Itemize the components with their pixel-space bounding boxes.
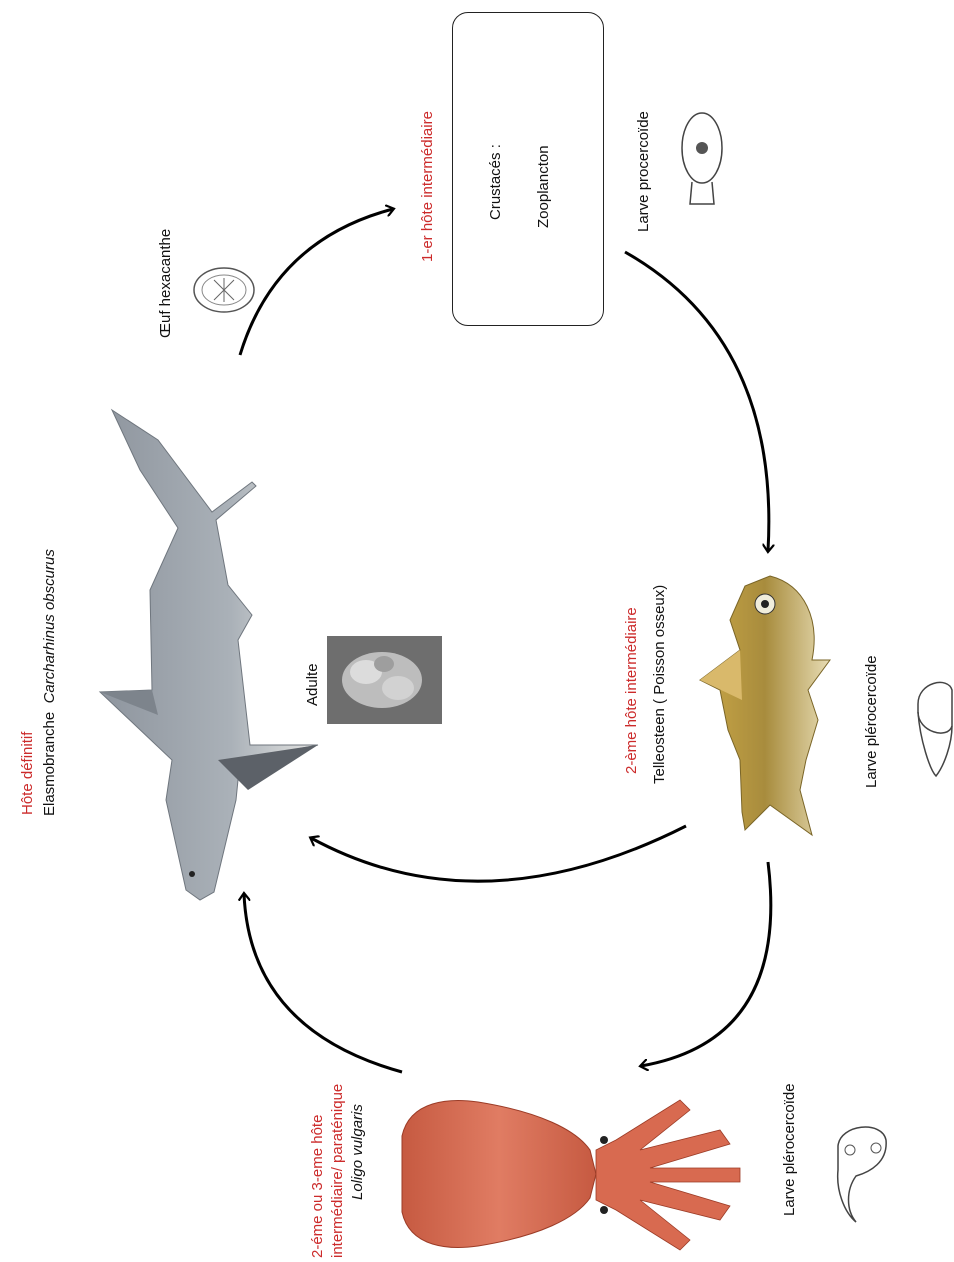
arrow-first-host-to-fish [625,252,769,551]
arrow-squid-to-shark [244,894,402,1072]
procercoid-larva-label: Larve procercoïde [634,111,653,232]
first-host-box [452,12,604,326]
paratenic-heading-line1: 2-éme ou 3-eme hôte [308,1115,327,1258]
egg-icon [194,268,254,312]
first-host-box-line2: Zooplancton [534,145,553,228]
procercoid-larva-icon [682,113,722,204]
definitive-host-name: Elasmobranche Carcharhinus obscurus [40,549,59,816]
adult-label: Adulte [303,663,322,706]
arrow-fish-to-squid [641,862,771,1066]
definitive-host-heading: Hôte définitif [18,732,37,815]
fish-larva-label: Larve plérocercoïde [862,655,881,788]
plerocercoid-larva-icon [838,1127,886,1222]
second-host-heading: 2-ème hôte intermédiaire [622,607,641,774]
first-host-heading: 1-er hôte intermédiaire [418,111,437,262]
shark-illustration [100,410,318,900]
paratenic-species: Loligo vulgaris [348,1104,367,1200]
second-host-name: Telleosteen ( Poisson osseux) [650,585,669,784]
plerocercoid-larva-icon [918,682,952,776]
adult-worm-micrograph [327,636,442,724]
paratenic-heading-line2: intermédiaire/ paraténique [328,1084,347,1258]
squid-larva-label: Larve plérocercoïde [780,1083,799,1216]
arrow-shark-to-first-host [240,209,393,355]
squid-illustration [402,1100,740,1250]
bony-fish-illustration [700,576,830,835]
first-host-box-line1: Crustacés : [486,144,505,220]
egg-label: Œuf hexacanthe [156,229,175,338]
arrow-fish-to-shark [311,826,686,881]
